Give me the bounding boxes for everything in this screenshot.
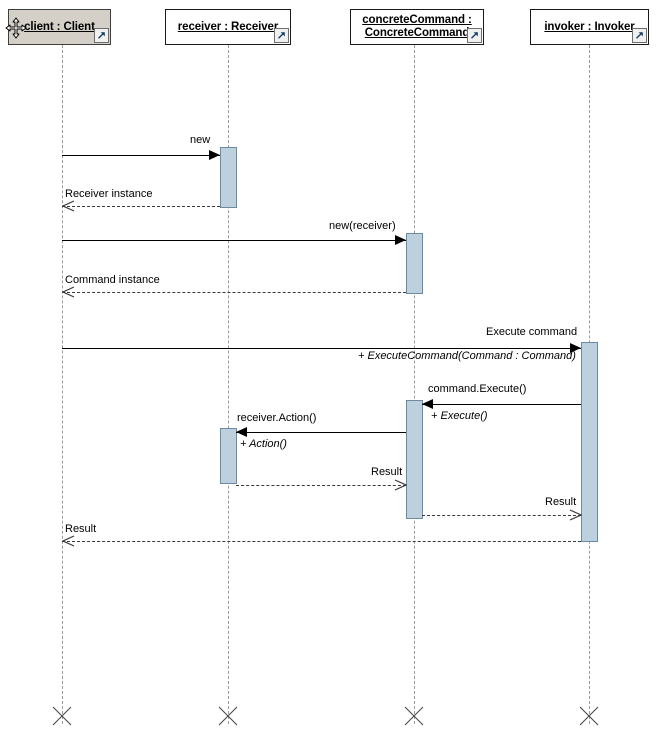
message-label-msg-result-receiver-to-command: Result: [371, 466, 403, 478]
message-line-msg-return-command-instance[interactable]: [62, 292, 406, 293]
activation-bar-concreteCommand[interactable]: [406, 233, 423, 294]
lifeline-axis-client: [62, 45, 63, 724]
return-arrowhead-msg-result-command-to-invoker: [569, 509, 582, 522]
message-line-msg-return-receiver-instance[interactable]: [62, 206, 220, 207]
message-arrowhead-msg-receiver-action: [236, 427, 247, 437]
message-label-msg-result-command-to-invoker: Result: [545, 496, 577, 508]
message-line-msg-command-execute[interactable]: [422, 404, 581, 405]
open-diagram-icon[interactable]: [94, 28, 109, 43]
lifeline-axis-concreteCommand: [414, 45, 415, 724]
return-arrowhead-msg-return-command-instance: [62, 286, 75, 299]
destruction-marker-invoker: [578, 705, 600, 727]
move-cursor-icon[interactable]: [5, 17, 27, 39]
message-label-msg-result-invoker-to-client: Result: [65, 523, 97, 535]
activation-bar-receiver[interactable]: [220, 428, 237, 484]
message-line-msg-new-receiver[interactable]: [62, 155, 220, 156]
message-arrowhead-msg-command-execute: [422, 399, 433, 409]
message-label-msg-receiver-action: receiver.Action(): [237, 412, 317, 424]
message-operation-msg-execute-command: + ExecuteCommand(Command : Command): [358, 350, 576, 362]
message-label-msg-return-command-instance: Command instance: [65, 274, 160, 286]
return-arrowhead-msg-result-invoker-to-client: [62, 535, 75, 548]
lifeline-header-concreteCommand[interactable]: concreteCommand : ConcreteCommand: [350, 9, 484, 45]
destruction-marker-client: [51, 705, 73, 727]
open-diagram-icon[interactable]: [632, 28, 647, 43]
message-arrowhead-msg-execute-command: [570, 343, 581, 353]
message-line-msg-result-invoker-to-client[interactable]: [62, 541, 581, 542]
message-line-msg-receiver-action[interactable]: [236, 432, 406, 433]
lifeline-header-client[interactable]: client : Client: [5, 9, 111, 45]
message-line-msg-result-command-to-invoker[interactable]: [422, 515, 581, 516]
destruction-marker-receiver: [217, 705, 239, 727]
activation-bar-concreteCommand[interactable]: [406, 400, 423, 519]
message-label-msg-execute-command: Execute command: [486, 326, 578, 338]
lifeline-label-receiver: receiver : Receiver: [177, 20, 279, 33]
lifeline-label-concreteCommand: concreteCommand : ConcreteCommand: [362, 14, 472, 39]
message-line-msg-new-command[interactable]: [62, 240, 406, 241]
message-line-msg-execute-command[interactable]: [62, 348, 581, 349]
lifeline-label-invoker: invoker : Invoker: [544, 20, 635, 33]
open-diagram-icon[interactable]: [274, 28, 289, 43]
message-label-msg-return-receiver-instance: Receiver instance: [65, 188, 153, 200]
lifeline-header-invoker[interactable]: invoker : Invoker: [530, 9, 649, 45]
message-operation-msg-command-execute: + Execute(): [431, 410, 488, 422]
destruction-marker-concreteCommand: [403, 705, 425, 727]
message-arrowhead-msg-new-receiver: [209, 150, 220, 160]
lifeline-label-client: client : Client: [24, 20, 95, 33]
message-label-msg-command-execute: command.Execute(): [428, 383, 527, 395]
activation-bar-receiver[interactable]: [220, 147, 237, 208]
activation-bar-invoker[interactable]: [581, 342, 598, 542]
return-arrowhead-msg-result-receiver-to-command: [394, 479, 407, 492]
message-operation-msg-receiver-action: + Action(): [240, 438, 287, 450]
lifeline-axis-receiver: [228, 45, 229, 724]
message-line-msg-result-receiver-to-command[interactable]: [236, 485, 406, 486]
message-arrowhead-msg-new-command: [395, 235, 406, 245]
return-arrowhead-msg-return-receiver-instance: [62, 200, 75, 213]
open-diagram-icon[interactable]: [467, 28, 482, 43]
message-label-msg-new-command: new(receiver): [329, 220, 396, 232]
message-label-msg-new-receiver: new: [190, 134, 211, 146]
lifeline-header-receiver[interactable]: receiver : Receiver: [165, 9, 291, 45]
